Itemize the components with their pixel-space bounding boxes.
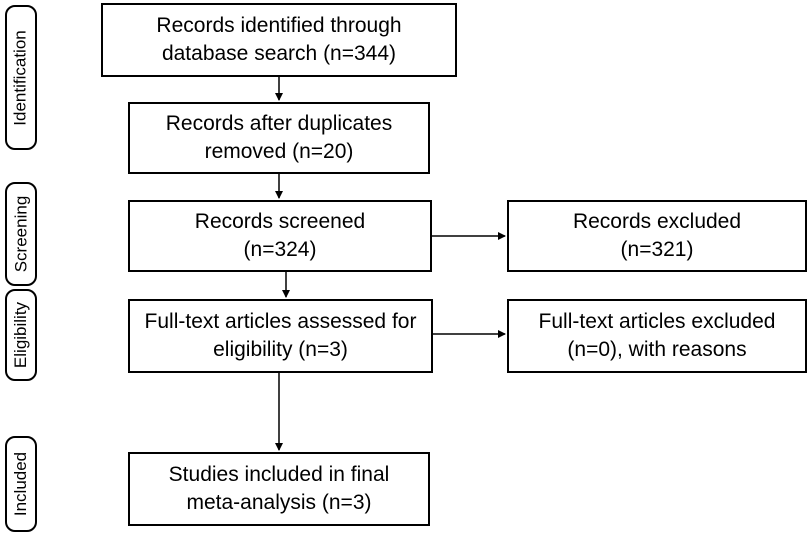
box-fulltext-excluded: Full-text articles excluded (n=0), with …	[507, 299, 807, 373]
stage-identification: Identification	[5, 5, 37, 150]
box-records-excluded: Records excluded (n=321)	[507, 200, 807, 272]
box-studies-included-line2: meta-analysis (n=3)	[186, 491, 372, 514]
box-duplicates-removed-line1: Records after duplicates	[165, 112, 393, 136]
box-records-screened: Records screened (n=324)	[128, 200, 432, 272]
stage-eligibility: Eligibility	[5, 289, 37, 381]
box-records-excluded-line2: (n=321)	[620, 238, 694, 261]
box-duplicates-removed-line2: removed (n=20)	[204, 140, 354, 163]
stage-identification-label: Identification	[11, 29, 31, 126]
box-records-identified-line2: database search (n=344)	[161, 42, 397, 65]
stage-screening-label: Screening	[11, 195, 30, 273]
box-studies-included: Studies included in final meta-analysis …	[128, 452, 430, 526]
box-records-identified-line1: Records identified through	[156, 14, 402, 38]
box-fulltext-excluded-line2: (n=0), with reasons	[567, 338, 747, 361]
stage-screening: Screening	[5, 182, 37, 286]
box-records-screened-line2: (n=324)	[243, 238, 317, 261]
box-records-identified: Records identified through database sear…	[101, 3, 457, 77]
stage-included: Included	[5, 436, 37, 532]
box-fulltext-excluded-line1: Full-text articles excluded	[538, 310, 776, 334]
box-fulltext-assessed-line1: Full-text articles assessed for	[144, 310, 417, 334]
box-studies-included-line1: Studies included in final	[168, 463, 390, 487]
box-duplicates-removed: Records after duplicates removed (n=20)	[128, 102, 430, 174]
box-fulltext-assessed: Full-text articles assessed for eligibil…	[128, 299, 433, 373]
stage-eligibility-label: Eligibility	[11, 301, 31, 369]
box-records-excluded-line1: Records excluded	[572, 210, 742, 234]
stage-included-label: Included	[11, 451, 30, 517]
box-fulltext-assessed-line2: eligibility (n=3)	[213, 338, 348, 361]
box-records-screened-line1: Records screened	[194, 210, 366, 234]
